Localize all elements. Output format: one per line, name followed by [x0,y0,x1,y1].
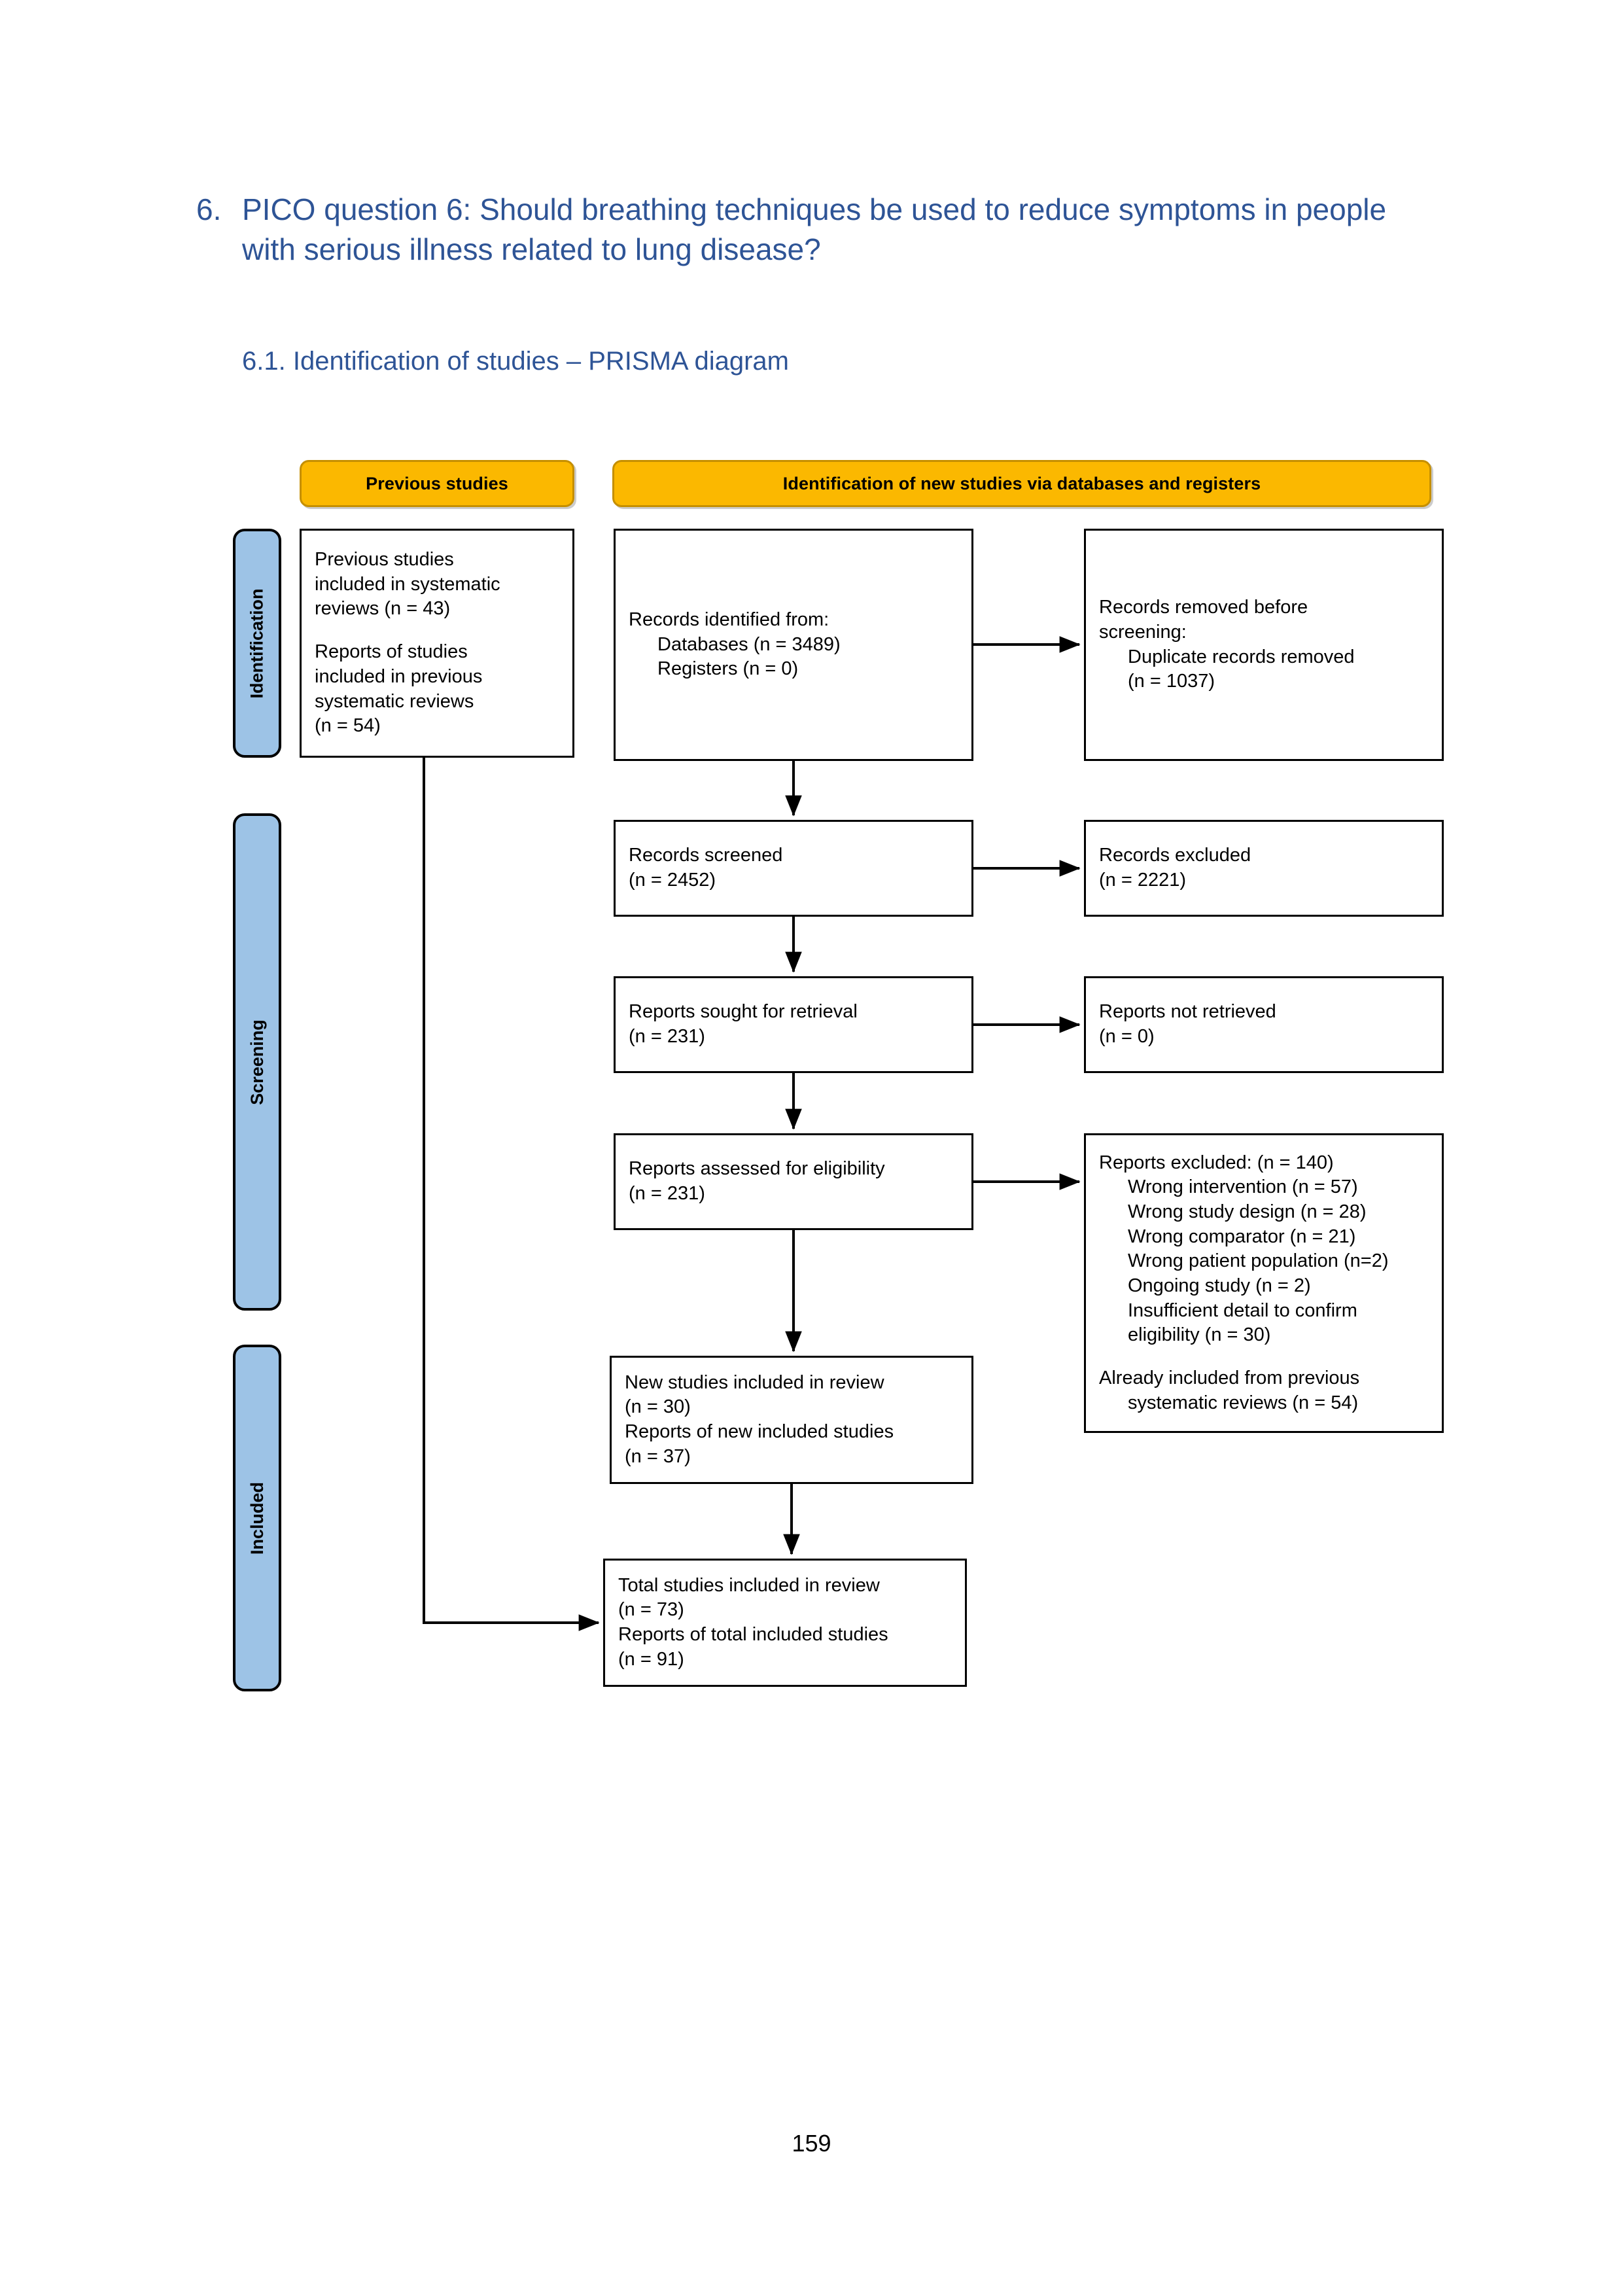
box-line: Records removed before [1099,597,1308,618]
box-line: Databases (n = 3489) [657,633,841,655]
box-line: (n = 2221) [1099,870,1187,891]
box-line: Wrong patient population (n=2) [1128,1250,1389,1272]
box-line: Reports of total included studies [618,1624,888,1645]
stage-band-identification-label: Identification [247,588,267,698]
stage-band-screening: Screening [233,813,281,1311]
stage-band-included-label: Included [247,1481,267,1555]
box-line: Records screened [629,845,783,866]
box-line: (n = 30) [625,1396,691,1418]
box-line: Reports sought for retrieval [629,1001,858,1023]
banner-identification-new-studies: Identification of new studies via databa… [612,460,1431,507]
box-line: (n = 0) [1099,1026,1155,1047]
section-subheading: 6.1. Identification of studies – PRISMA … [242,347,789,376]
banner-previous-studies-label: Previous studies [366,473,508,493]
box-line: Reports of studies [315,641,468,663]
page-number: 159 [792,2130,831,2157]
box-line: (n = 37) [625,1445,691,1467]
box-line: included in previous [315,665,483,687]
box-line: Reports excluded: (n = 140) [1099,1152,1334,1173]
total-studies-box: Total studies included in review (n = 73)… [603,1559,967,1687]
box-line: Previous studies [315,549,454,571]
stage-band-screening-label: Screening [247,1019,267,1105]
box-line: included in systematic [315,573,500,595]
records-identified-box: Records identified from: Databases (n = 3… [614,529,973,761]
box-line: eligibility (n = 30) [1128,1324,1271,1346]
box-line: (n = 231) [629,1183,705,1204]
box-line: Wrong intervention (n = 57) [1128,1176,1358,1198]
stage-band-included: Included [233,1345,281,1691]
page-title-text: PICO question 6: Should breathing techni… [242,192,1387,266]
stage-band-identification: Identification [233,529,281,758]
box-line: Ongoing study (n = 2) [1128,1275,1311,1296]
records-excluded-box: Records excluded (n = 2221) [1084,820,1444,917]
banner-previous-studies: Previous studies [300,460,574,507]
box-line [315,622,559,640]
new-studies-box: New studies included in review (n = 30) Re… [610,1356,973,1484]
banner-identification-label: Identification of new studies via databa… [782,473,1261,493]
box-line: Wrong comparator (n = 21) [1128,1226,1356,1247]
box-line: (n = 73) [618,1599,684,1621]
box-line: Insufficient detail to confirm [1128,1299,1357,1321]
box-line: (n = 54) [315,715,381,737]
reports-sought-box: Reports sought for retrieval (n = 231) [614,976,973,1073]
box-line: systematic reviews [315,690,474,712]
box-line: systematic reviews (n = 54) [1128,1392,1359,1413]
box-line: Records excluded [1099,845,1251,866]
box-line: Wrong study design (n = 28) [1128,1201,1367,1222]
reports-assessed-box: Reports assessed for eligibility (n = 231… [614,1133,973,1230]
box-line: (n = 91) [618,1648,684,1670]
reports-not-retrieved-box: Reports not retrieved (n = 0) [1084,976,1444,1073]
box-line: Reports not retrieved [1099,1001,1276,1023]
box-line: Duplicate records removed [1128,646,1355,667]
records-screened-box: Records screened (n = 2452) [614,820,973,917]
box-line: Already included from previous [1099,1368,1360,1389]
box-line: New studies included in review [625,1371,884,1393]
box-line: Reports of new included studies [625,1421,894,1442]
box-line: (n = 231) [629,1026,705,1047]
box-line: screening: [1099,621,1187,643]
box-line [1099,1348,1429,1366]
box-line: reviews (n = 43) [315,598,451,620]
records-removed-box: Records removed before screening: Duplicat… [1084,529,1444,761]
box-line: (n = 2452) [629,870,716,891]
box-line: (n = 1037) [1128,671,1215,692]
page-title-number: 6. [196,192,222,226]
reports-excluded-box: Reports excluded: (n = 140) Wrong interve… [1084,1133,1444,1433]
box-line: Records identified from: [629,609,829,630]
box-line: Registers (n = 0) [657,658,799,680]
box-line: Total studies included in review [618,1574,880,1596]
page-title: 6. PICO question 6: Should breathing tec… [196,190,1413,269]
box-line: Reports assessed for eligibility [629,1158,885,1180]
